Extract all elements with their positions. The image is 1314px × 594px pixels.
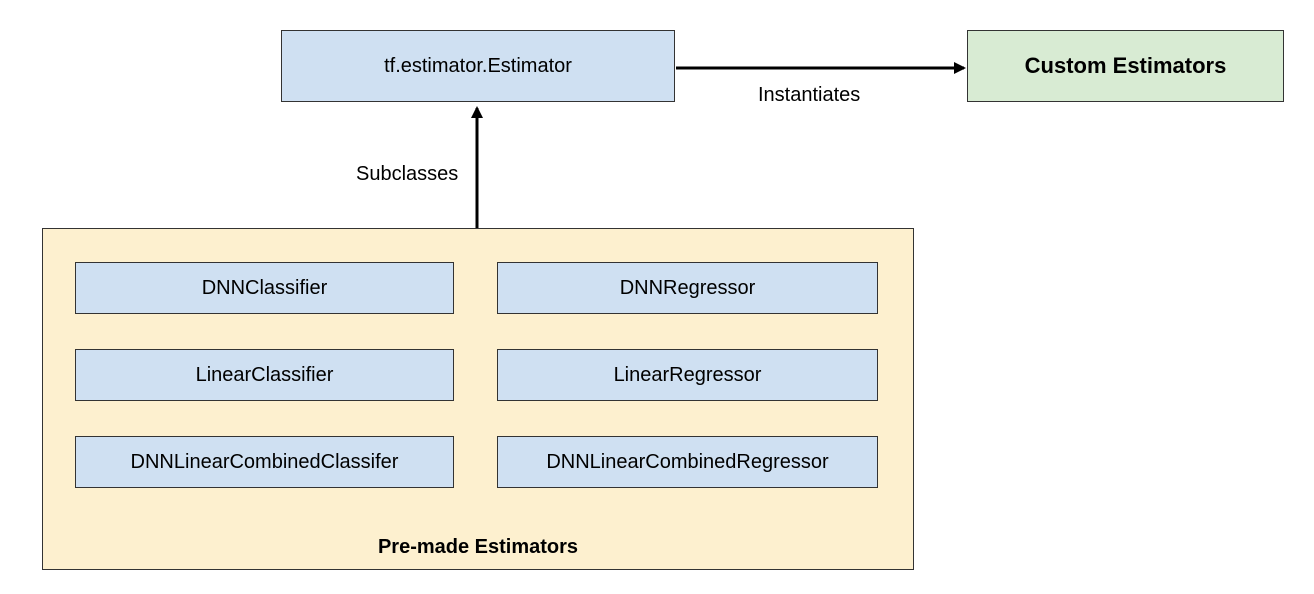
custom-estimators-node: Custom Estimators bbox=[967, 30, 1284, 102]
premade-node-dnn-classifier: DNNClassifier bbox=[75, 262, 454, 314]
premade-node-label: DNNRegressor bbox=[619, 276, 756, 299]
premade-node-linear-classifier: LinearClassifier bbox=[75, 349, 454, 401]
premade-estimators-title: Pre-made Estimators bbox=[377, 536, 579, 558]
premade-node-dnn-linear-combined-regressor: DNNLinearCombinedRegressor bbox=[497, 436, 878, 488]
estimator-node: tf.estimator.Estimator bbox=[281, 30, 675, 102]
instantiates-label: Instantiates bbox=[758, 84, 861, 106]
premade-node-dnn-regressor: DNNRegressor bbox=[497, 262, 878, 314]
premade-node-label: LinearRegressor bbox=[613, 363, 762, 386]
premade-node-label: DNNLinearCombinedRegressor bbox=[546, 450, 829, 473]
custom-estimators-label: Custom Estimators bbox=[1024, 53, 1227, 78]
premade-estimators-group: DNNClassifier DNNRegressor LinearClassif… bbox=[42, 228, 914, 570]
premade-node-label: LinearClassifier bbox=[195, 363, 334, 386]
premade-node-linear-regressor: LinearRegressor bbox=[497, 349, 878, 401]
estimator-node-label: tf.estimator.Estimator bbox=[384, 54, 572, 77]
premade-node-label: DNNLinearCombinedClassifer bbox=[130, 450, 399, 473]
premade-node-dnn-linear-combined-classifier: DNNLinearCombinedClassifer bbox=[75, 436, 454, 488]
premade-node-label: DNNClassifier bbox=[201, 276, 328, 299]
subclasses-label: Subclasses bbox=[356, 163, 459, 185]
